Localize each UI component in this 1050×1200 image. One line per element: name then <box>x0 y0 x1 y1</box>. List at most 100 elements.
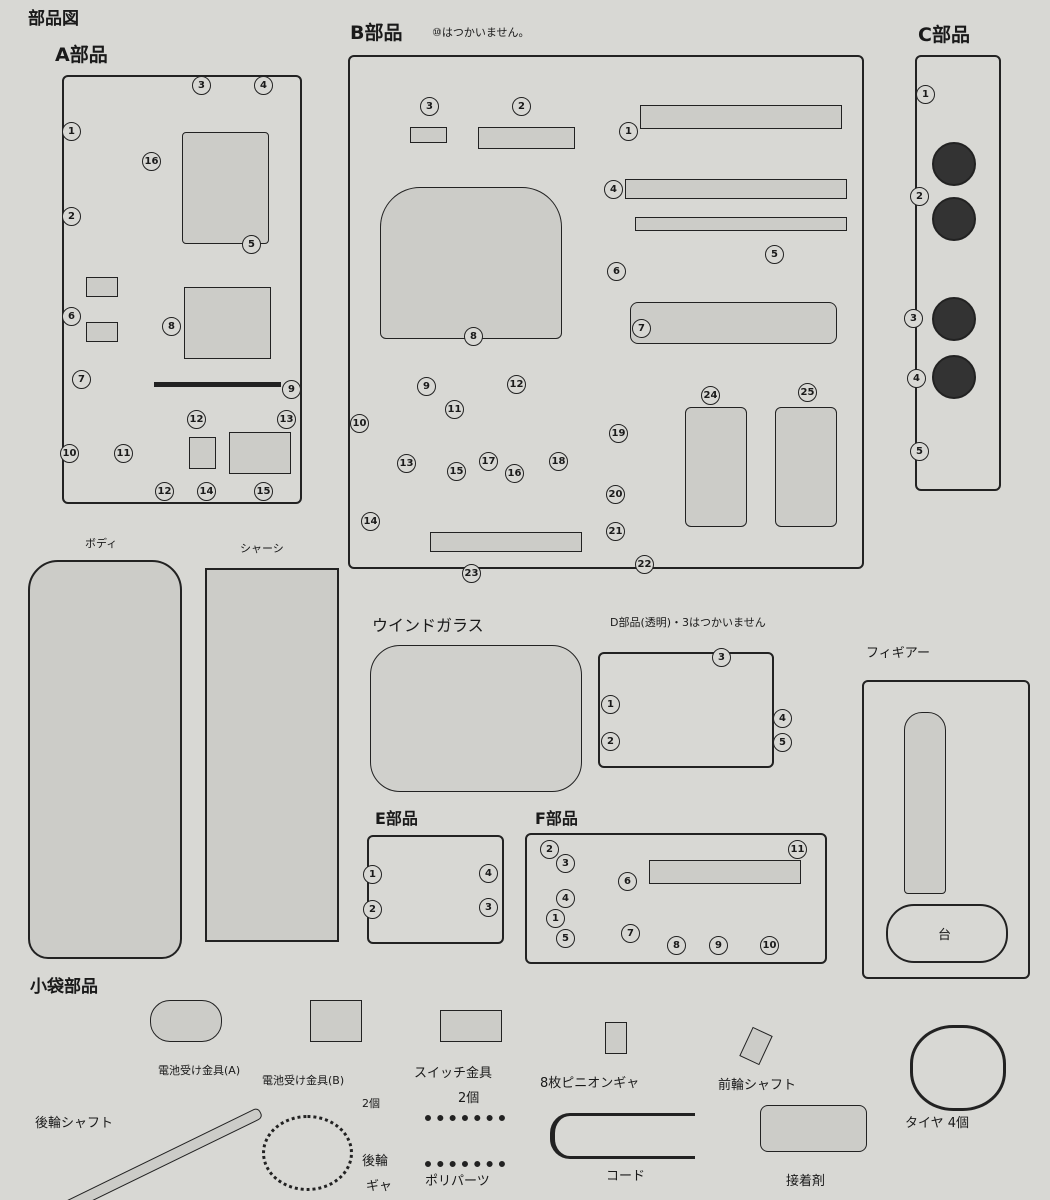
part-number: 19 <box>609 424 628 443</box>
part-number: 2 <box>512 97 531 116</box>
chassis-label: シャーシ <box>240 542 284 555</box>
bag-item-count: 2個 <box>362 1097 380 1110</box>
part-number: 5 <box>242 235 261 254</box>
runner-b <box>348 55 864 569</box>
section-a-label: A部品 <box>55 44 108 66</box>
glue-tube-drawing <box>760 1105 867 1152</box>
part-b8-interior <box>380 187 562 339</box>
part-number: 18 <box>549 452 568 471</box>
part-number: 12 <box>155 482 174 501</box>
part-number: 8 <box>162 317 181 336</box>
part-number: 9 <box>282 380 301 399</box>
cord-drawing <box>550 1113 695 1159</box>
part-number: 11 <box>445 400 464 419</box>
part-number: 6 <box>62 307 81 326</box>
bag-item-label: 後輪 <box>362 1154 389 1169</box>
part-number: 2 <box>540 840 559 859</box>
figure-label: フィギアー <box>866 646 930 661</box>
part-a15 <box>229 432 291 474</box>
part-b5 <box>635 217 847 231</box>
part-number: 1 <box>916 85 935 104</box>
part-number: 11 <box>114 444 133 463</box>
part-number: 20 <box>606 485 625 504</box>
section-e-label: E部品 <box>375 809 418 828</box>
section-b-label: B部品 <box>350 22 403 44</box>
figure-drawing <box>904 712 946 894</box>
part-number: 12 <box>187 410 206 429</box>
wheel-c4 <box>932 355 976 399</box>
part-number: 3 <box>192 76 211 95</box>
part-number: 16 <box>505 464 524 483</box>
part-number: 14 <box>197 482 216 501</box>
chassis-drawing <box>205 568 339 942</box>
runner-d <box>598 652 774 768</box>
bag-item-label: タイヤ 4個 <box>905 1116 970 1131</box>
part-number: 3 <box>420 97 439 116</box>
runner-e <box>367 835 504 944</box>
part-number: 15 <box>254 482 273 501</box>
part-number: 5 <box>765 245 784 264</box>
section-f-label: F部品 <box>535 809 578 828</box>
part-number: 9 <box>709 936 728 955</box>
part-number: 2 <box>601 732 620 751</box>
part-number: 11 <box>788 840 807 859</box>
rear-gear-drawing <box>262 1115 353 1191</box>
part-number: 1 <box>601 695 620 714</box>
bag-item-label: コード <box>606 1169 646 1184</box>
poly-parts-drawing <box>425 1115 505 1167</box>
battery-bracket-a-drawing <box>150 1000 222 1042</box>
part-b23 <box>430 532 582 552</box>
part-number: 13 <box>397 454 416 473</box>
part-number: 4 <box>556 889 575 908</box>
part-number: 25 <box>798 383 817 402</box>
car-body-drawing <box>28 560 182 959</box>
part-number: 3 <box>556 854 575 873</box>
part-number: 14 <box>361 512 380 531</box>
front-shaft-drawing <box>739 1026 773 1066</box>
bag-item-label: 電池受け金具(A) <box>158 1064 241 1077</box>
part-number: 4 <box>479 864 498 883</box>
section-b-note: ⑩はつかいません。 <box>432 26 530 39</box>
part-number: 8 <box>464 327 483 346</box>
part-number: 4 <box>254 76 273 95</box>
part-number: 3 <box>904 309 923 328</box>
part-number: 1 <box>619 122 638 141</box>
part-a9 <box>154 382 281 387</box>
runner-c <box>915 55 1001 491</box>
bag-item-count: 2個 <box>458 1091 480 1106</box>
part-number: 4 <box>773 709 792 728</box>
part-f6 <box>649 860 801 884</box>
part-a5 <box>182 132 269 244</box>
part-number: 1 <box>363 865 382 884</box>
part-number: 3 <box>712 648 731 667</box>
bag-parts-label: 小袋部品 <box>30 977 98 997</box>
part-a6b <box>86 322 118 342</box>
switch-bracket-drawing <box>440 1010 502 1042</box>
wheel-c2a <box>932 142 976 186</box>
part-number: 9 <box>417 377 436 396</box>
part-number: 7 <box>72 370 91 389</box>
part-a14 <box>189 437 216 469</box>
part-number: 1 <box>62 122 81 141</box>
part-a8 <box>184 287 271 359</box>
runner-figure: 台 <box>862 680 1030 979</box>
part-number: 24 <box>701 386 720 405</box>
part-number: 13 <box>277 410 296 429</box>
part-number: 10 <box>350 414 369 433</box>
runner-a <box>62 75 302 504</box>
part-number: 12 <box>507 375 526 394</box>
part-number: 5 <box>773 733 792 752</box>
stand-label: 台 <box>938 928 952 943</box>
part-number: 7 <box>621 924 640 943</box>
part-number: 21 <box>606 522 625 541</box>
part-number: 15 <box>447 462 466 481</box>
part-number: 22 <box>635 555 654 574</box>
part-number: 4 <box>907 369 926 388</box>
part-number: 6 <box>618 872 637 891</box>
part-number: 10 <box>60 444 79 463</box>
bag-item-label: 接着剤 <box>786 1174 826 1189</box>
part-b25-seat <box>775 407 837 527</box>
part-number: 3 <box>479 898 498 917</box>
part-b2 <box>478 127 575 149</box>
bag-item-label: スイッチ金具 <box>414 1066 493 1081</box>
